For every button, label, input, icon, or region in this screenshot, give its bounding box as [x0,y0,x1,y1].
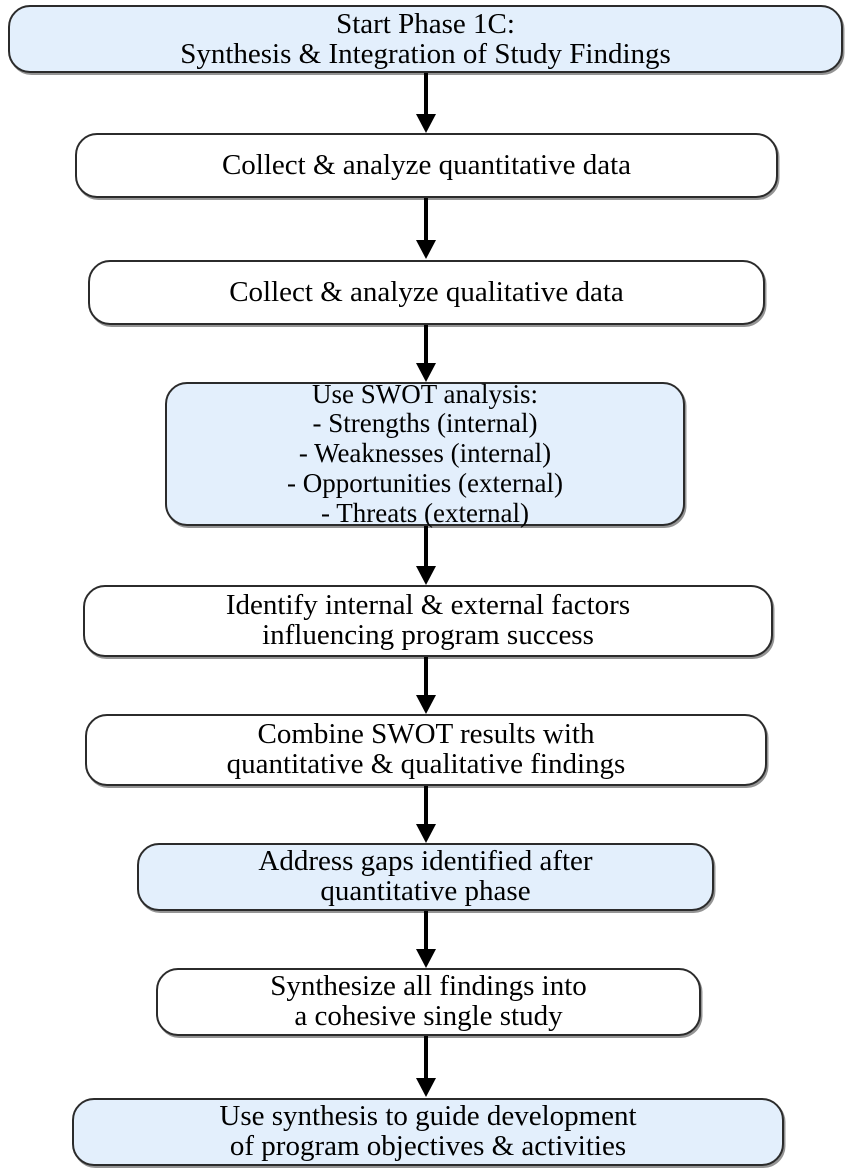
node-collect-qualitative-label: Collect & analyze qualitative data [229,276,624,309]
node-identify-factors[interactable]: Identify internal & external factors inf… [83,585,773,657]
edge-gaps-to-synthesize [416,911,436,969]
node-collect-quantitative[interactable]: Collect & analyze quantitative data [75,133,778,198]
node-start-label: Start Phase 1C: Synthesis & Integration … [180,7,671,70]
edge-qual-to-swot [416,325,436,383]
node-guide-development-label: Use synthesis to guide development of pr… [219,1100,637,1162]
arrowhead-icon [416,114,436,133]
edge-factors-to-combine [416,657,436,715]
edge-shaft [424,526,428,569]
node-swot-analysis-label: Use SWOT analysis: - Strengths (internal… [287,378,563,528]
node-combine-results-label: Combine SWOT results with quantitative &… [226,718,626,780]
arrowhead-icon [416,363,436,382]
edge-shaft [424,73,428,117]
edge-shaft [424,657,428,698]
edge-shaft [424,1036,428,1081]
edge-quant-to-qual [416,198,436,260]
node-collect-quantitative-label: Collect & analyze quantitative data [221,149,632,182]
node-synthesize-findings[interactable]: Synthesize all findings into a cohesive … [156,968,701,1036]
node-synthesize-findings-label: Synthesize all findings into a cohesive … [270,970,587,1032]
edge-shaft [424,198,428,243]
edge-combine-to-gaps [416,786,436,844]
node-guide-development[interactable]: Use synthesis to guide development of pr… [72,1098,784,1166]
edge-shaft [424,911,428,952]
node-start[interactable]: Start Phase 1C: Synthesis & Integration … [8,5,843,73]
arrowhead-icon [416,949,436,968]
node-identify-factors-label: Identify internal & external factors inf… [225,589,631,651]
edge-swot-to-factors [416,526,436,586]
arrowhead-icon [416,1078,436,1097]
node-combine-results[interactable]: Combine SWOT results with quantitative &… [85,714,767,786]
arrowhead-icon [416,566,436,585]
node-collect-qualitative[interactable]: Collect & analyze qualitative data [88,260,765,325]
node-address-gaps[interactable]: Address gaps identified after quantitati… [137,843,714,911]
node-address-gaps-label: Address gaps identified after quantitati… [258,845,593,907]
arrowhead-icon [416,695,436,714]
node-swot-analysis[interactable]: Use SWOT analysis: - Strengths (internal… [165,378,685,528]
edge-synthesize-to-objectives [416,1036,436,1099]
arrowhead-icon [416,240,436,259]
edge-shaft [424,325,428,366]
edge-shaft [424,786,428,827]
arrowhead-icon [416,824,436,843]
edge-start-to-quant [416,73,436,133]
